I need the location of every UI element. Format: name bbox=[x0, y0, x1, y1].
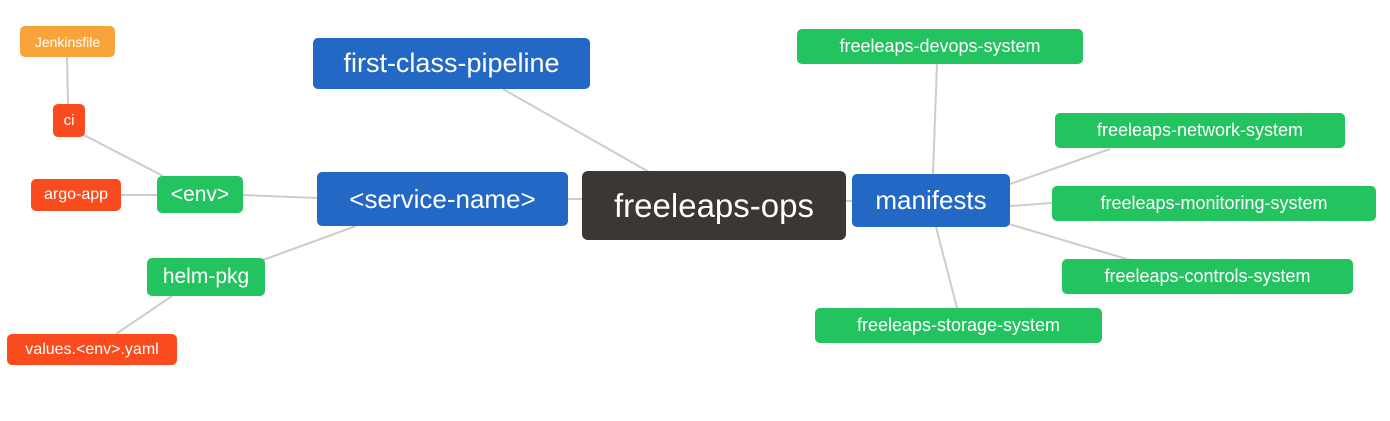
edge-first-class-pipeline-to-freeleaps-ops bbox=[502, 88, 650, 173]
node-label: <env> bbox=[170, 182, 230, 206]
node-label: first-class-pipeline bbox=[343, 48, 560, 78]
node-freeleaps-monitoring-system[interactable]: freeleaps-monitoring-system bbox=[1052, 186, 1376, 221]
node-label: manifests bbox=[875, 185, 987, 215]
edge-env-to-service-name bbox=[242, 194, 318, 199]
node-freeleaps-ops[interactable]: freeleaps-ops bbox=[582, 171, 846, 240]
node-freeleaps-storage-system[interactable]: freeleaps-storage-system bbox=[815, 308, 1102, 343]
node-ci[interactable]: ci bbox=[53, 104, 85, 137]
node-label: helm-pkg bbox=[162, 265, 250, 288]
node-label: freeleaps-devops-system bbox=[839, 36, 1041, 56]
edge-values-env-yaml-to-helm-pkg bbox=[115, 295, 173, 335]
edge-manifests-to-freeleaps-storage-system bbox=[935, 226, 958, 309]
node-label: argo-app bbox=[43, 186, 109, 203]
node-freeleaps-devops-system[interactable]: freeleaps-devops-system bbox=[797, 29, 1083, 64]
edge-jenkinsfile-to-ci bbox=[66, 56, 69, 105]
node-service-name[interactable]: <service-name> bbox=[317, 172, 568, 226]
node-helm-pkg[interactable]: helm-pkg bbox=[147, 258, 265, 296]
node-label: freeleaps-controls-system bbox=[1104, 266, 1311, 286]
edge-ci-to-env bbox=[81, 133, 164, 177]
node-argo-app[interactable]: argo-app bbox=[31, 179, 121, 211]
node-freeleaps-controls-system[interactable]: freeleaps-controls-system bbox=[1062, 259, 1353, 294]
node-first-class-pipeline[interactable]: first-class-pipeline bbox=[313, 38, 590, 89]
node-values-env-yaml[interactable]: values.<env>.yaml bbox=[7, 334, 177, 365]
edge-manifests-to-freeleaps-controls-system bbox=[1008, 223, 1131, 261]
edge-manifests-to-freeleaps-monitoring-system bbox=[1009, 202, 1053, 207]
node-env[interactable]: <env> bbox=[157, 176, 243, 213]
node-label: Jenkinsfile bbox=[34, 33, 101, 50]
edge-freeleaps-devops-system-to-manifests bbox=[932, 63, 938, 175]
node-label: freeleaps-ops bbox=[614, 186, 814, 224]
node-freeleaps-network-system[interactable]: freeleaps-network-system bbox=[1055, 113, 1345, 148]
node-label: <service-name> bbox=[349, 183, 536, 214]
node-manifests[interactable]: manifests bbox=[852, 174, 1010, 227]
edge-manifests-to-freeleaps-network-system bbox=[1009, 148, 1111, 185]
node-label: freeleaps-network-system bbox=[1096, 120, 1304, 140]
edge-helm-pkg-to-service-name bbox=[262, 225, 357, 261]
node-jenkinsfile[interactable]: Jenkinsfile bbox=[20, 26, 115, 57]
node-label: ci bbox=[63, 112, 75, 129]
node-label: values.<env>.yaml bbox=[25, 340, 159, 358]
node-label: freeleaps-monitoring-system bbox=[1100, 193, 1328, 213]
node-label: freeleaps-storage-system bbox=[856, 315, 1061, 335]
